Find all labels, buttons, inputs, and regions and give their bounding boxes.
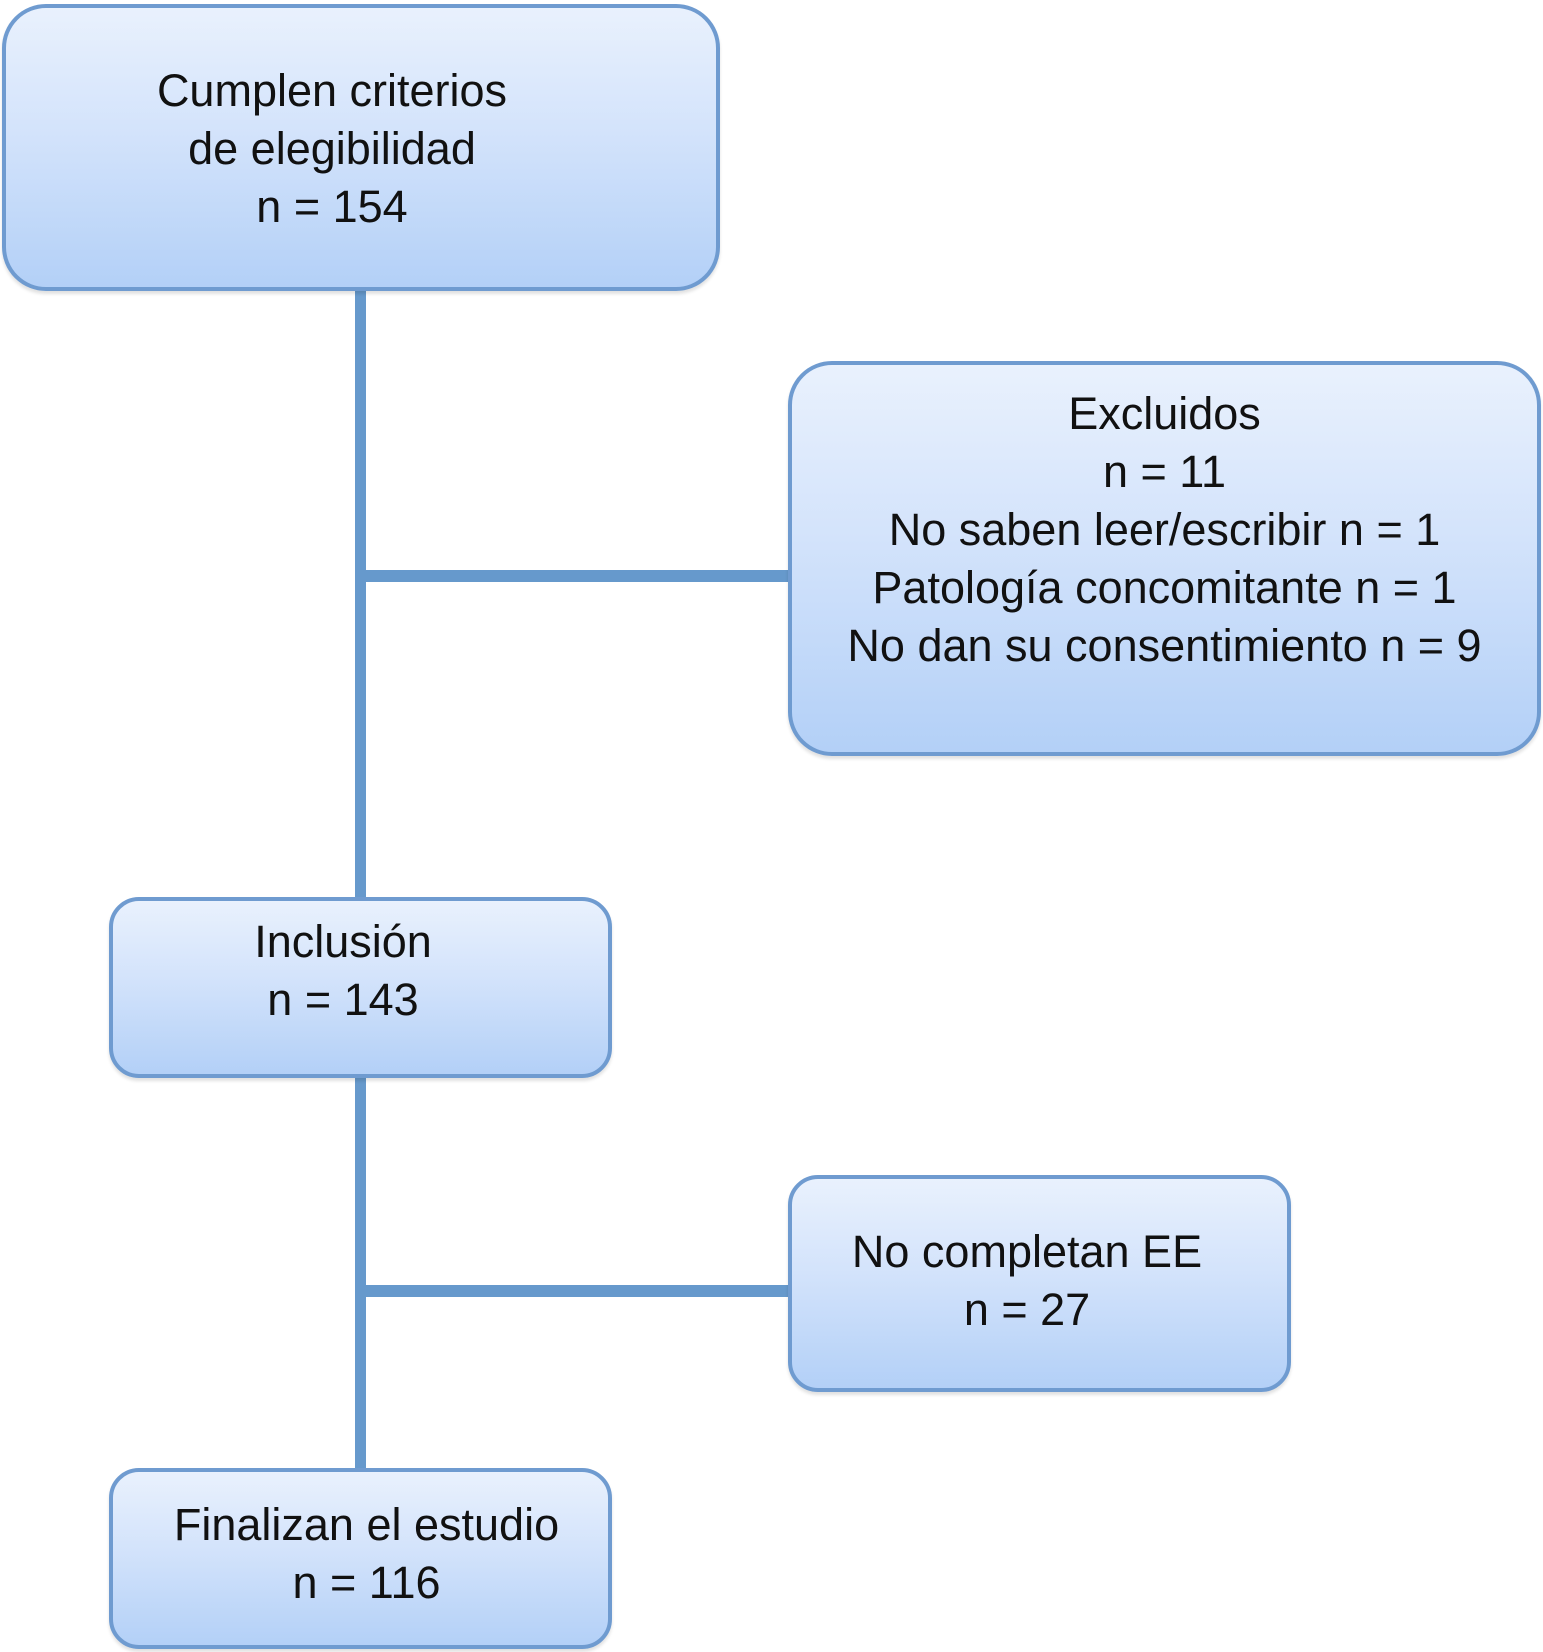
inclusion-title: Inclusión — [254, 916, 432, 967]
finished-title: Finalizan el estudio — [173, 1499, 560, 1550]
branch-connector-not-completed — [360, 1285, 790, 1297]
inclusion-count: n = 143 — [267, 974, 419, 1025]
not-completed-title: No completan EE — [851, 1226, 1203, 1277]
finished-count: n = 116 — [292, 1557, 441, 1608]
excluded-reason-pathology: Patología concomitante n = 1 — [872, 562, 1457, 613]
not-completed-box: No completan EE n = 27 — [788, 1175, 1291, 1392]
not-completed-count: n = 27 — [963, 1284, 1091, 1335]
branch-connector-excluded — [360, 570, 790, 582]
finished-box: Finalizan el estudio n = 116 — [109, 1468, 612, 1649]
main-vertical-connector-upper — [355, 288, 366, 900]
excluded-reason-illiterate: No saben leer/escribir n = 1 — [888, 504, 1441, 555]
excluded-title: Excluidos — [1068, 388, 1261, 439]
eligible-line-1: Cumplen criterios — [156, 65, 508, 116]
main-vertical-connector-lower — [355, 1077, 366, 1472]
inclusion-box: Inclusión n = 143 — [109, 897, 612, 1078]
eligible-line-2: de elegibilidad — [188, 123, 476, 174]
excluded-reason-no-consent: No dan su consentimiento n = 9 — [847, 620, 1482, 671]
excluded-box: Excluidos n = 11 No saben leer/escribir … — [788, 361, 1541, 756]
eligible-box: Cumplen criterios de elegibilidad n = 15… — [2, 4, 720, 291]
excluded-count: n = 11 — [1102, 446, 1227, 497]
eligible-count: n = 154 — [256, 181, 408, 232]
